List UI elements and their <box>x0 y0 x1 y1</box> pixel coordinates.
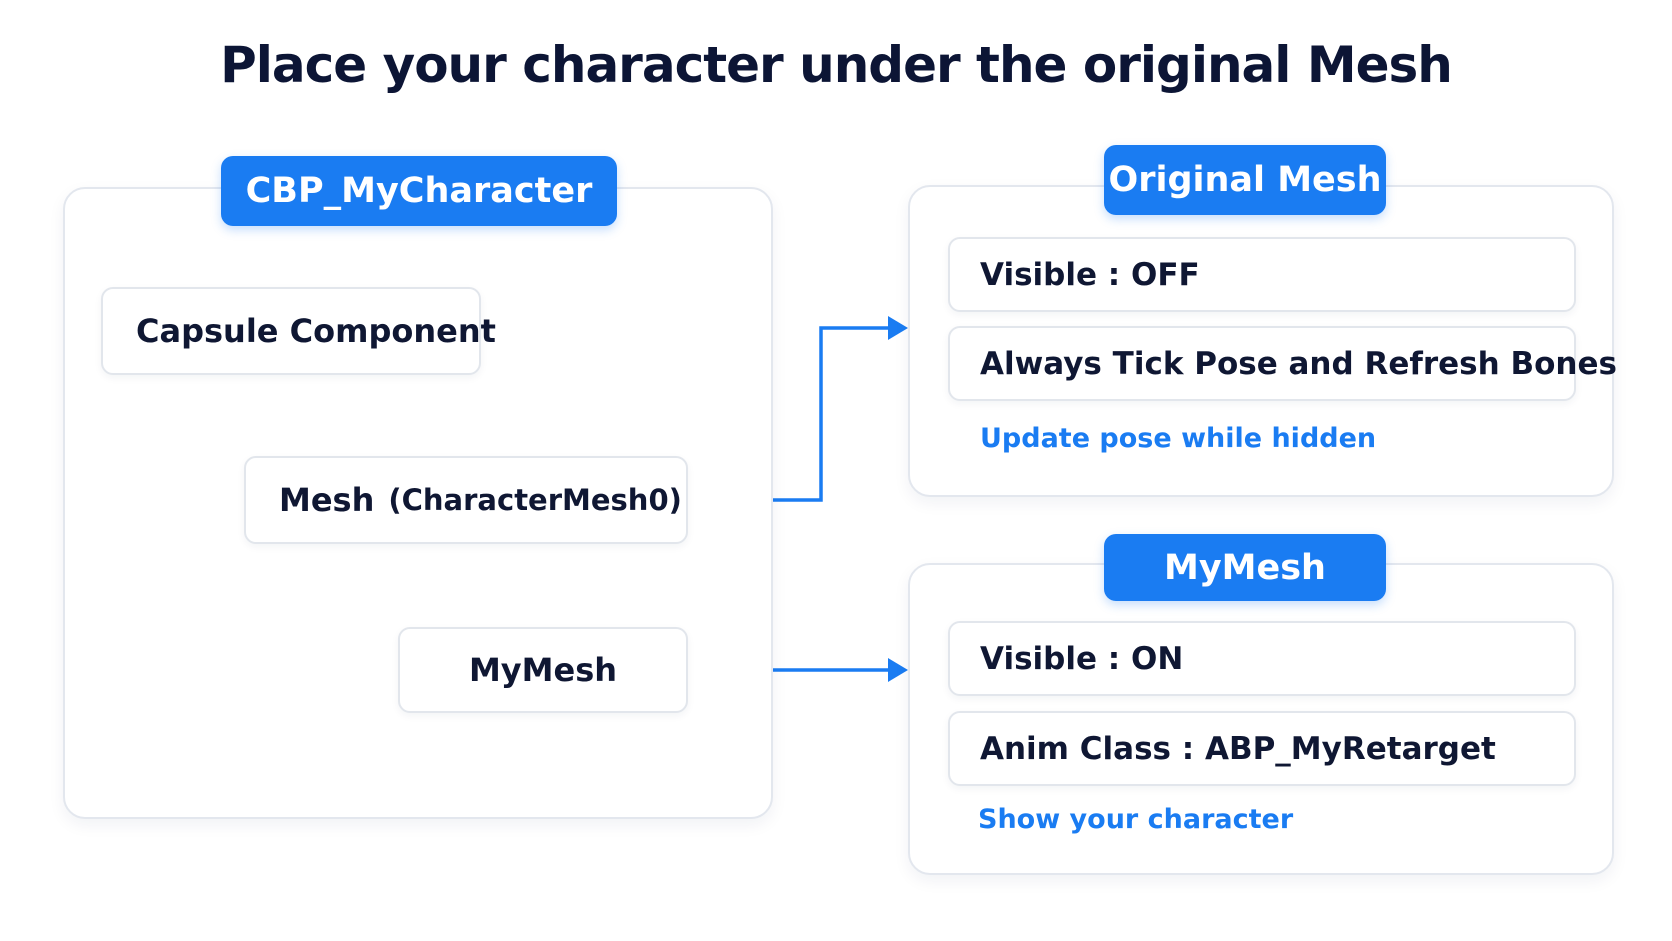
original-mesh-row-tick-pose[interactable]: Always Tick Pose and Refresh Bones <box>948 326 1617 401</box>
capsule-component-label: Capsule Component <box>136 312 496 350</box>
capsule-component-node[interactable]: Capsule Component <box>101 287 496 375</box>
blueprint-label: CBP_MyCharacter <box>221 156 617 226</box>
arrowhead-original <box>888 316 908 340</box>
diagram-title: Place your character under the original … <box>220 36 1453 94</box>
mymesh-row-anim-class[interactable]: Anim Class : ABP_MyRetarget <box>948 711 1576 786</box>
original-mesh-label: Original Mesh <box>1104 145 1386 215</box>
arrowhead-mymesh <box>888 658 908 682</box>
mymesh-row-visible[interactable]: Visible : ON <box>948 621 1576 696</box>
mesh-node[interactable]: Mesh (CharacterMesh0) <box>244 456 688 544</box>
mesh-sub-label: (CharacterMesh0) <box>388 483 682 517</box>
mymesh-panel-label: MyMesh <box>1104 534 1386 601</box>
mymesh-node[interactable]: MyMesh <box>398 627 688 713</box>
mesh-label: Mesh <box>279 481 375 519</box>
original-mesh-note: Update pose while hidden <box>980 423 1377 454</box>
original-mesh-row-visible[interactable]: Visible : OFF <box>948 237 1576 312</box>
mymesh-label: MyMesh <box>468 651 618 689</box>
mymesh-note: Show your character <box>978 804 1294 835</box>
